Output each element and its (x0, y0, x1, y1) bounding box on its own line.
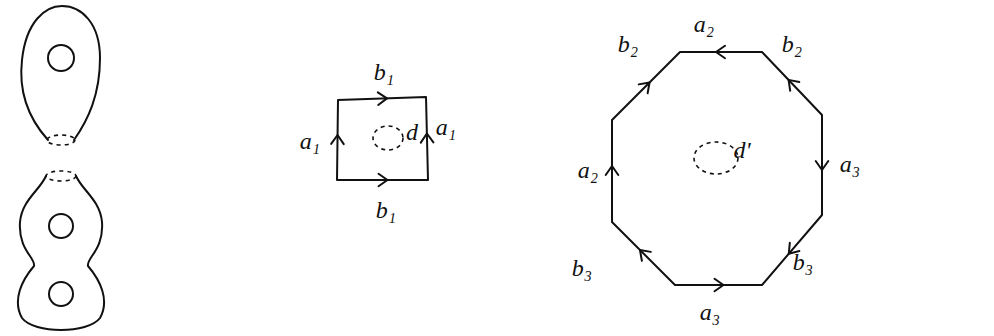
edge-label: a₁ (436, 115, 456, 139)
edge-label: b₁ (374, 60, 394, 84)
edge-label: b₃ (793, 250, 813, 274)
edge-arrowhead (331, 135, 344, 144)
disk-circle (694, 142, 738, 174)
edge-arrowhead (606, 166, 619, 175)
cut-circle (46, 171, 76, 181)
edge-label: a₃ (840, 152, 860, 176)
edge-arrowhead (715, 279, 724, 292)
edge-arrowhead (716, 46, 725, 59)
edge-label: a₂ (694, 12, 714, 36)
handle-hole (49, 214, 73, 238)
edge-arrowhead (640, 250, 651, 261)
edge-label: a₂ (578, 158, 598, 182)
square-polygon (337, 97, 428, 180)
edge-arrowhead (379, 174, 388, 187)
edge-arrowhead (378, 92, 387, 105)
genus-two-outline (18, 176, 104, 330)
edge-label: b₂ (782, 32, 802, 56)
disk-circle (373, 126, 403, 150)
edge-arrowhead (421, 134, 434, 143)
edge-label: b₂ (618, 32, 638, 56)
edge-label: d' (733, 138, 750, 162)
edge-arrowhead (789, 80, 800, 91)
edge-arrowhead (816, 161, 829, 170)
edge-label: d (406, 120, 418, 144)
torus-outline (21, 6, 100, 140)
edge-label: b₁ (376, 198, 396, 222)
handle-hole (48, 45, 74, 71)
edge-label: b₃ (572, 256, 592, 280)
octagon-polygon (612, 52, 822, 285)
edge-label: a₁ (300, 129, 320, 153)
handle-hole (49, 282, 73, 306)
edge-label: a₃ (700, 300, 720, 324)
edge-arrowhead (639, 82, 650, 93)
cut-circle (47, 135, 75, 145)
